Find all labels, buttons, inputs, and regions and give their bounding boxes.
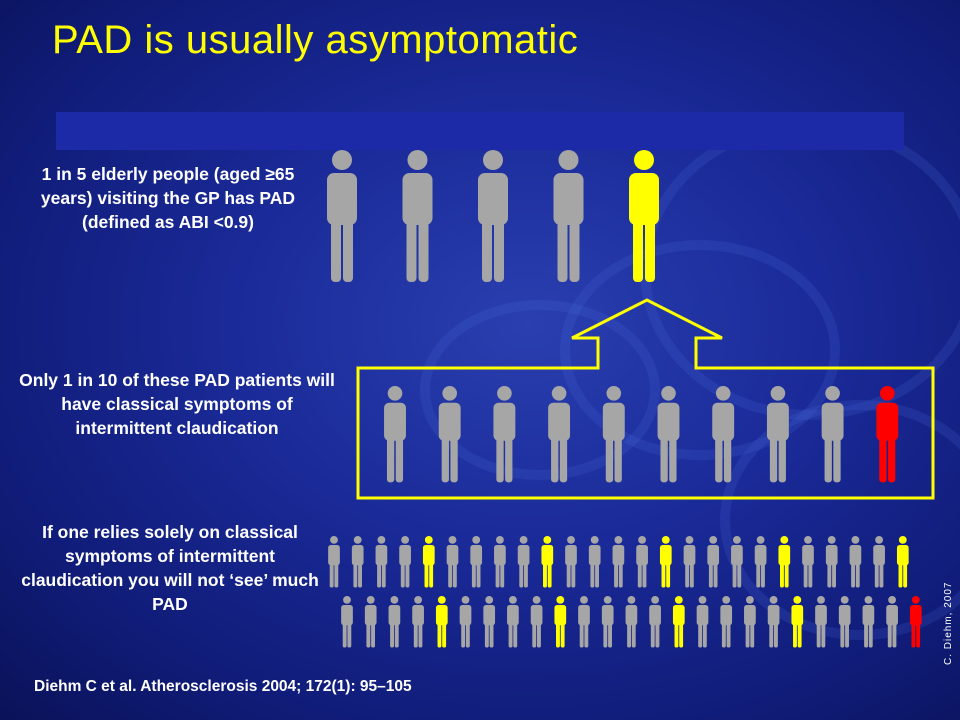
person-icon	[696, 596, 709, 648]
person-icon	[657, 386, 680, 483]
person-icon	[802, 536, 814, 588]
banner-bar	[56, 112, 904, 150]
elderly-row	[327, 150, 659, 282]
group-outline-with-arrow	[356, 298, 935, 500]
person-icon	[364, 596, 377, 648]
person-icon	[731, 536, 743, 588]
person-icon	[873, 536, 885, 588]
person-icon	[886, 596, 898, 648]
person-icon	[612, 536, 625, 588]
person-icon	[707, 536, 720, 588]
person-icon	[328, 536, 340, 588]
person-icon-pad	[778, 536, 791, 588]
person-icon	[446, 536, 459, 588]
caption-classical-symptoms: Only 1 in 10 of these PAD patients will …	[19, 370, 335, 438]
citation: Diehm C et al. Atherosclerosis 2004; 172…	[34, 678, 412, 695]
person-icon	[478, 150, 508, 282]
person-icon	[517, 536, 530, 588]
person-icon	[341, 596, 353, 648]
person-icon	[459, 596, 472, 648]
person-icon	[494, 536, 506, 588]
pad-patients-row	[384, 386, 899, 483]
person-icon	[548, 386, 571, 483]
person-icon	[327, 150, 357, 282]
person-icon-pad	[659, 536, 672, 588]
person-icon-pad	[422, 536, 435, 588]
person-icon	[821, 386, 844, 483]
person-icon	[438, 386, 461, 483]
population-rows	[328, 536, 922, 648]
person-icon	[602, 386, 625, 483]
person-icon	[815, 596, 827, 648]
person-icon	[625, 596, 638, 648]
person-icon	[384, 386, 406, 483]
person-icon-pad	[435, 596, 448, 648]
person-icon	[767, 596, 780, 648]
person-icon	[375, 536, 388, 588]
person-icon	[351, 536, 364, 588]
slide-title: PAD is usually asymptomatic	[52, 18, 579, 62]
person-icon	[720, 596, 733, 648]
person-icon	[530, 596, 543, 648]
person-icon	[402, 150, 433, 282]
person-icon	[849, 536, 862, 588]
person-icon	[493, 386, 516, 483]
person-icon	[470, 536, 483, 588]
person-icon	[744, 596, 756, 648]
person-icon-pad	[791, 596, 804, 648]
person-icon	[601, 596, 614, 648]
person-icon	[388, 596, 401, 648]
person-icon	[565, 536, 577, 588]
person-icon	[862, 596, 875, 648]
person-icon	[766, 386, 789, 483]
person-icon-pad	[629, 150, 659, 282]
person-icon	[483, 596, 496, 648]
person-icon	[754, 536, 767, 588]
person-icon-pad	[541, 536, 554, 588]
person-icon	[588, 536, 601, 588]
person-icon	[412, 596, 424, 648]
person-icon-pad	[554, 596, 567, 648]
person-icon	[399, 536, 411, 588]
caption-elderly: 1 in 5 elderly people (aged ≥65 years) v…	[40, 164, 296, 232]
person-icon	[712, 386, 735, 483]
person-icon	[507, 596, 519, 648]
caption-relies-on-symptoms: If one relies solely on classical sympto…	[21, 522, 319, 614]
person-icon	[578, 596, 590, 648]
person-icon	[838, 596, 851, 648]
person-icon-symptomatic	[909, 596, 922, 648]
background-vein	[420, 300, 660, 480]
person-icon	[683, 536, 696, 588]
person-icon	[825, 536, 838, 588]
person-icon-symptomatic	[876, 386, 899, 483]
person-icon	[636, 536, 648, 588]
person-icon-pad	[672, 596, 685, 648]
person-icon-pad	[896, 536, 909, 588]
author-credit: C. Diehm, 2007	[943, 581, 954, 665]
person-icon	[553, 150, 584, 282]
person-icon	[649, 596, 661, 648]
